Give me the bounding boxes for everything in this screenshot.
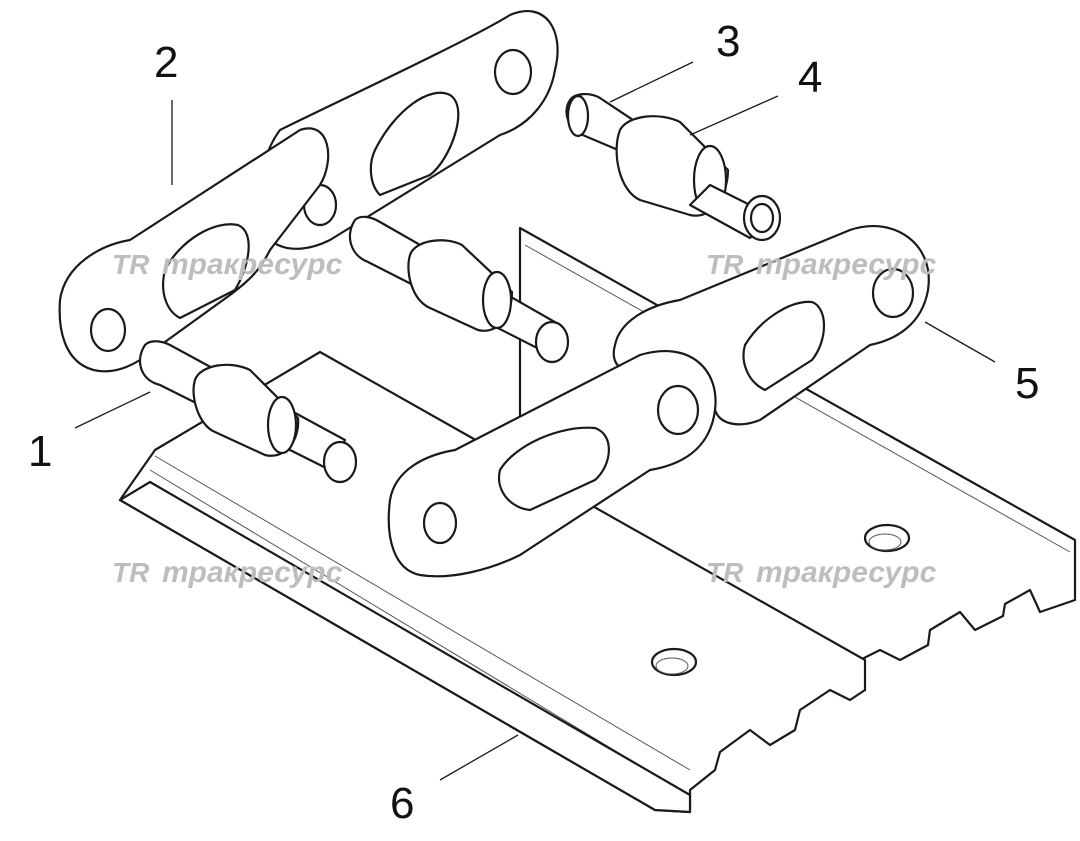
leader-6 [439,734,519,781]
callout-1: 1 [28,427,52,476]
track-shoe [118,226,1077,814]
leader-3 [609,61,694,103]
leader-1 [74,391,151,429]
callouts: 1 2 3 4 5 6 [28,17,1039,828]
watermark-logo: TR [112,557,150,588]
watermark-bottom-right: TR тракресурс [706,556,937,589]
callout-5: 5 [1015,359,1039,408]
watermark-text: тракресурс [756,556,937,589]
watermark-text: тракресурс [162,556,343,589]
leader-lines [74,61,996,781]
callout-6: 6 [390,779,414,828]
pin-bushing-front [138,340,358,484]
watermark-bottom-left: TR тракресурс [112,556,343,589]
watermark-top-left: TR тракресурс [112,248,343,281]
watermark-logo: TR [112,249,150,280]
link-right [387,225,930,578]
leader-4 [689,95,779,136]
watermark-text: тракресурс [756,248,937,281]
leader-5 [924,321,996,363]
seal-ring [742,194,782,242]
callout-3: 3 [716,17,740,66]
watermark-text: тракресурс [162,248,343,281]
link-left [58,9,559,373]
watermark-logo: TR [706,249,744,280]
watermark-top-right: TR тракресурс [706,248,937,281]
callout-2: 2 [154,38,178,87]
pin-bushing-rear [348,215,570,364]
callout-4: 4 [798,53,822,102]
watermark-logo: TR [706,557,744,588]
